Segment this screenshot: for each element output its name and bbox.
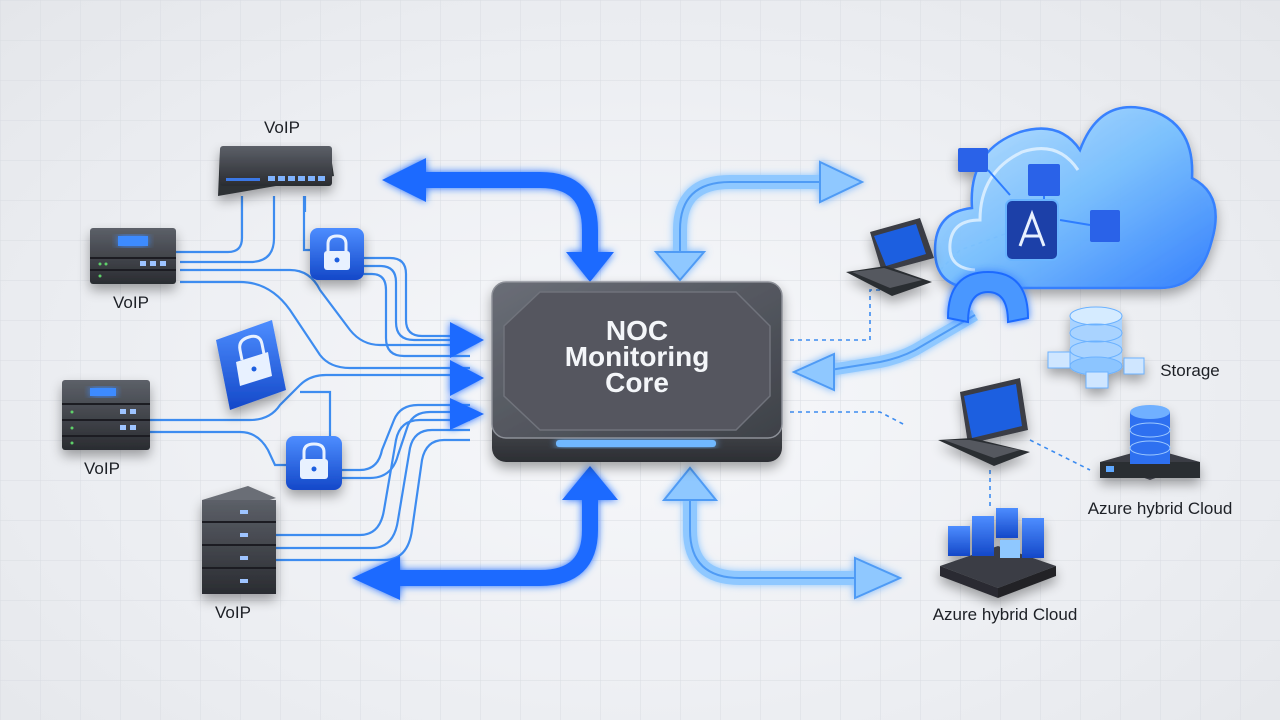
arrow-top-right-down-head (653, 251, 707, 282)
node-label-azure-1: Azure hybrid Cloud (1088, 499, 1233, 518)
node-label-azure-2: Azure hybrid Cloud (933, 605, 1078, 624)
core-title-line-2: Monitoring (565, 341, 710, 372)
arrow-bottom-left-shaft (400, 500, 598, 586)
noc-core: NOC Monitoring Core (491, 281, 783, 462)
core-title-line-3: Core (605, 367, 669, 398)
node-label-voip-1: VoIP (264, 118, 300, 137)
laptop-icon (938, 378, 1030, 466)
padlock-icon (216, 320, 286, 410)
node-label-voip-3: VoIP (84, 459, 120, 478)
rack-appliance-icon (90, 228, 176, 284)
padlock-icon (310, 228, 364, 280)
arrow-top-right-outline (679, 181, 825, 255)
arrow-right-middle-outline (829, 314, 976, 371)
arrow-top-left-shaft (420, 172, 598, 255)
core-status-light (556, 440, 716, 447)
node-label-voip-4: VoIP (215, 603, 251, 622)
arrow-top-left-head (382, 158, 426, 202)
laptop-icon (846, 218, 934, 296)
core-title-line-1: NOC (606, 315, 668, 346)
azure-logo-icon (1005, 199, 1059, 261)
left-input-arrowheads (450, 322, 484, 430)
arrow-bottom-right-outline (689, 500, 860, 579)
arrow-bottom-right-up-head (661, 466, 719, 501)
gateway-arch-icon (946, 270, 1030, 324)
node-label-storage: Storage (1160, 361, 1220, 380)
database-appliance-icon (1100, 405, 1200, 480)
padlock-icon (286, 436, 342, 490)
arrow-bottom-left-head (352, 556, 400, 600)
rack-appliance-icon (62, 380, 150, 450)
network-switch-icon (218, 146, 334, 196)
server-stack-icon (202, 486, 276, 594)
database-cluster-icon (1047, 306, 1145, 389)
flow-arrows (352, 158, 979, 600)
arrow-top-left-down-head (566, 252, 614, 282)
left-connection-lines (150, 196, 470, 562)
cloud-icon (933, 105, 1217, 290)
arrow-bottom-left-up-head (562, 466, 618, 500)
node-label-voip-2: VoIP (113, 293, 149, 312)
arrow-bottom-right-head (854, 556, 903, 600)
datacenter-blocks-icon (940, 508, 1056, 598)
arrow-top-right-head (819, 160, 865, 204)
arrow-right-middle-head (791, 352, 835, 392)
